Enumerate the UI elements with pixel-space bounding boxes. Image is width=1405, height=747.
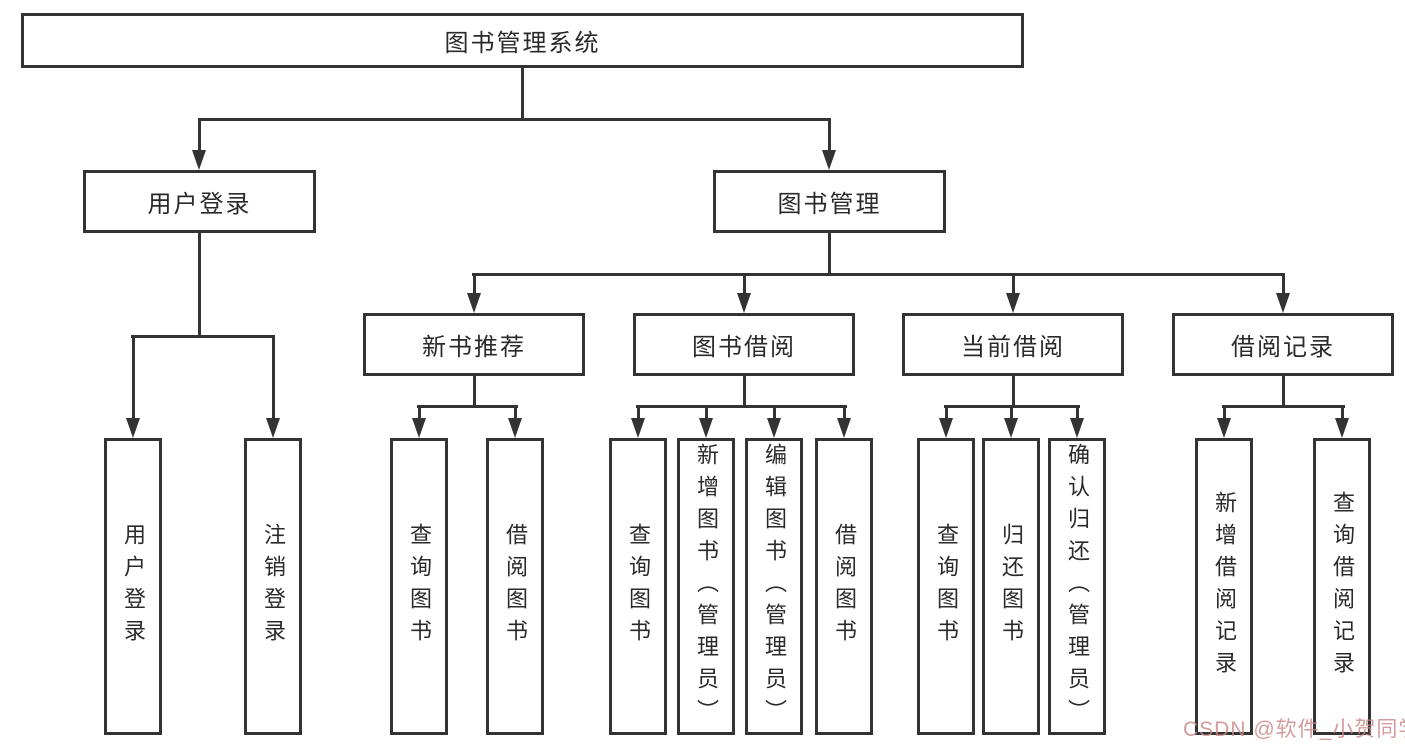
- arrow-into-cb-return: [1004, 418, 1018, 438]
- leaf-borrow-add-books-admin-label: 新增图书（管理员）: [694, 442, 719, 731]
- leaf-borrow-edit-books-admin-label: 编辑图书（管理员）: [762, 442, 787, 731]
- leaf-current-return-books: 归还图书: [982, 438, 1040, 735]
- leaf-borrow-edit-books-admin: 编辑图书（管理员）: [745, 438, 803, 735]
- connector-book-mgmt-down: [828, 233, 831, 276]
- leaf-current-query-books-label: 查询图书: [934, 522, 959, 651]
- connector-newbook-split: [417, 405, 518, 408]
- connector-stub-br-add: [1223, 405, 1226, 420]
- arrow-into-bb-query: [631, 418, 645, 438]
- connector-stub-nb-borrow: [514, 405, 517, 420]
- connector-login-split: [131, 335, 275, 338]
- arrow-into-nb-query: [412, 418, 426, 438]
- leaf-borrow-query-books: 查询图书: [609, 438, 667, 735]
- leaf-records-add-record: 新增借阅记录: [1195, 438, 1253, 735]
- leaf-newbook-borrow-books-label: 借阅图书: [503, 522, 528, 651]
- node-user-login: 用户登录: [83, 170, 316, 233]
- connector-to-current: [1012, 273, 1015, 295]
- leaf-borrow-query-books-label: 查询图书: [626, 522, 651, 651]
- arrow-into-br-add: [1217, 418, 1231, 438]
- connector-to-new-book: [473, 273, 476, 295]
- node-book-borrowing-label: 图书借阅: [692, 334, 796, 361]
- node-new-book-recommend: 新书推荐: [363, 313, 585, 376]
- arrow-into-bb-borrow: [837, 418, 851, 438]
- arrow-into-bb-add: [699, 418, 713, 438]
- connector-to-leaf-login: [132, 335, 135, 420]
- leaf-records-query-record-label: 查询借阅记录: [1330, 490, 1355, 683]
- node-root-system: 图书管理系统: [21, 13, 1024, 68]
- connector-to-book-mgmt: [828, 118, 831, 152]
- arrow-into-bb-edit: [767, 418, 781, 438]
- connector-user-login-down: [198, 233, 201, 338]
- arrow-into-cb-query: [939, 418, 953, 438]
- connector-borrow-split: [636, 405, 847, 408]
- arrow-into-current: [1006, 293, 1020, 313]
- node-user-login-label: 用户登录: [147, 191, 252, 218]
- leaf-borrow-borrow-books: 借阅图书: [815, 438, 873, 735]
- connector-root-down: [521, 68, 524, 121]
- leaf-borrow-add-books-admin: 新增图书（管理员）: [677, 438, 735, 735]
- connector-to-leaf-logout: [272, 335, 275, 420]
- arrow-into-book-borrow: [737, 293, 751, 313]
- leaf-records-query-record: 查询借阅记录: [1313, 438, 1371, 735]
- node-borrowing-records-label: 借阅记录: [1231, 334, 1335, 361]
- node-current-borrowing-label: 当前借阅: [961, 334, 1065, 361]
- leaf-records-add-record-label: 新增借阅记录: [1212, 490, 1237, 683]
- connector-stub-nb-query: [418, 405, 421, 420]
- node-book-management-label: 图书管理: [777, 191, 882, 218]
- arrow-into-leaf-logout: [266, 418, 280, 438]
- arrow-into-leaf-login: [126, 418, 140, 438]
- leaf-current-query-books: 查询图书: [917, 438, 975, 735]
- connector-to-book-borrow: [743, 273, 746, 295]
- node-current-borrowing: 当前借阅: [902, 313, 1124, 376]
- leaf-current-return-books-label: 归还图书: [999, 522, 1024, 651]
- connector-stub-cb-confirm: [1076, 405, 1079, 420]
- node-book-management: 图书管理: [713, 170, 946, 233]
- connector-records-split: [1222, 405, 1345, 408]
- arrow-into-br-query: [1335, 418, 1349, 438]
- connector-stub-bb-edit: [773, 405, 776, 420]
- csdn-watermark: CSDN @软件_小贺同学: [1183, 718, 1405, 741]
- connector-current-down: [1012, 376, 1015, 408]
- connector-to-records: [1282, 273, 1285, 295]
- connector-stub-cb-return: [1010, 405, 1013, 420]
- connector-stub-bb-add: [705, 405, 708, 420]
- node-book-borrowing: 图书借阅: [633, 313, 855, 376]
- leaf-user-login-label: 用户登录: [121, 522, 146, 651]
- connector-level2-split: [472, 273, 1285, 276]
- leaf-borrow-borrow-books-label: 借阅图书: [832, 522, 857, 651]
- leaf-current-confirm-return-admin-label: 确认归还（管理员）: [1065, 442, 1090, 731]
- arrow-into-records: [1276, 293, 1290, 313]
- connector-to-user-login: [198, 118, 201, 152]
- connector-newbook-down: [473, 376, 476, 408]
- leaf-logout-label: 注销登录: [261, 522, 286, 651]
- arrow-into-new-book: [467, 293, 481, 313]
- leaf-newbook-borrow-books: 借阅图书: [486, 438, 544, 735]
- arrow-into-book-mgmt: [822, 150, 836, 170]
- leaf-user-login: 用户登录: [104, 438, 162, 735]
- connector-stub-bb-query: [637, 405, 640, 420]
- connector-stub-cb-query: [945, 405, 948, 420]
- connector-level1-split: [198, 118, 831, 121]
- arrow-into-cb-confirm: [1070, 418, 1084, 438]
- connector-stub-bb-borrow: [843, 405, 846, 420]
- node-new-book-recommend-label: 新书推荐: [422, 334, 526, 361]
- leaf-newbook-query-books-label: 查询图书: [407, 522, 432, 651]
- node-root-label: 图书管理系统: [444, 30, 601, 57]
- arrow-into-user-login: [192, 150, 206, 170]
- connector-records-down: [1282, 376, 1285, 408]
- leaf-newbook-query-books: 查询图书: [390, 438, 448, 735]
- node-borrowing-records: 借阅记录: [1172, 313, 1394, 376]
- connector-borrow-down: [743, 376, 746, 408]
- leaf-current-confirm-return-admin: 确认归还（管理员）: [1048, 438, 1106, 735]
- arrow-into-nb-borrow: [508, 418, 522, 438]
- leaf-logout: 注销登录: [244, 438, 302, 735]
- connector-stub-br-query: [1341, 405, 1344, 420]
